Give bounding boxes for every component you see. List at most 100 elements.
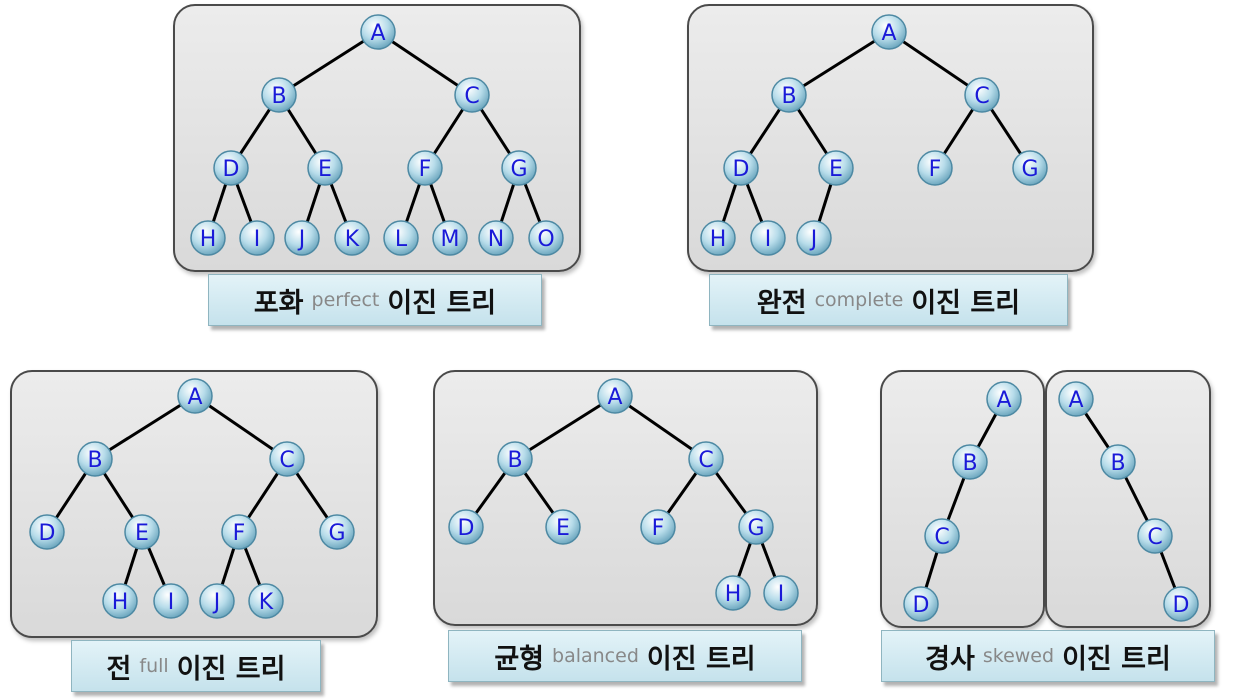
- node-circle: [239, 220, 275, 256]
- node-label: F: [233, 521, 246, 546]
- node-circle: [261, 77, 297, 113]
- node-label: C: [974, 84, 989, 109]
- tree-node-l: L: [383, 220, 419, 256]
- tree-edge: [377, 30, 473, 97]
- node-label: I: [778, 582, 785, 607]
- tree-node-j: J: [796, 220, 832, 256]
- tree-node-b: B: [952, 444, 988, 480]
- tree-node-g: G: [501, 150, 537, 186]
- node-label: I: [765, 227, 772, 252]
- node-circle: [723, 150, 759, 186]
- node-circle: [319, 514, 355, 550]
- tree-node-c: C: [1137, 518, 1173, 554]
- node-circle: [221, 514, 257, 550]
- node-circle: [199, 583, 235, 619]
- node-circle: [334, 220, 370, 256]
- tree-node-f: F: [407, 150, 443, 186]
- node-label: D: [458, 516, 475, 541]
- node-circle: [903, 586, 939, 622]
- caption-korean: 완전: [756, 287, 807, 319]
- node-circle: [29, 514, 65, 550]
- full-tree-caption: 전 full 이진 트리: [71, 640, 321, 692]
- tree-node-i: I: [153, 583, 189, 619]
- tree-node-d: D: [903, 586, 939, 622]
- node-label: J: [297, 227, 306, 252]
- tree-node-f: F: [221, 514, 257, 550]
- node-circle: [700, 220, 736, 256]
- node-label: H: [112, 590, 129, 615]
- tree-node-c: C: [269, 441, 305, 477]
- node-label: C: [1147, 525, 1162, 550]
- tree-node-g: G: [738, 509, 774, 545]
- node-circle: [383, 220, 419, 256]
- tree-node-b: B: [261, 77, 297, 113]
- tree-node-h: H: [715, 575, 751, 611]
- node-label: C: [279, 448, 294, 473]
- tree-node-a: A: [177, 378, 213, 414]
- node-label: I: [254, 227, 261, 252]
- tree-node-h: H: [190, 220, 226, 256]
- node-circle: [528, 220, 564, 256]
- caption-suffix: 이진 트리: [1062, 643, 1171, 675]
- node-circle: [597, 378, 633, 414]
- node-circle: [248, 583, 284, 619]
- node-circle: [102, 583, 138, 619]
- node-circle: [360, 14, 396, 50]
- tree-node-j: J: [284, 220, 320, 256]
- node-circle: [190, 220, 226, 256]
- tree-node-i: I: [239, 220, 275, 256]
- node-circle: [77, 441, 113, 477]
- node-circle: [1163, 586, 1199, 622]
- node-circle: [501, 150, 537, 186]
- node-circle: [448, 509, 484, 545]
- node-label: B: [1110, 451, 1125, 476]
- node-circle: [478, 220, 514, 256]
- node-circle: [1100, 444, 1136, 480]
- caption-english: perfect: [311, 289, 380, 311]
- caption-english: complete: [814, 289, 904, 311]
- balanced-tree-panel: [433, 370, 818, 626]
- tree-node-c: C: [964, 77, 1000, 113]
- tree-node-c: C: [454, 77, 490, 113]
- node-label: H: [710, 227, 727, 252]
- tree-node-i: I: [750, 220, 786, 256]
- node-label: F: [929, 157, 942, 182]
- node-circle: [307, 150, 343, 186]
- tree-node-a: A: [360, 14, 396, 50]
- node-label: D: [733, 157, 750, 182]
- node-circle: [796, 220, 832, 256]
- complete-tree-caption: 완전 complete 이진 트리: [709, 274, 1068, 326]
- caption-suffix: 이진 트리: [911, 287, 1021, 319]
- node-label: B: [507, 448, 522, 473]
- caption-english: balanced: [552, 645, 639, 667]
- node-label: J: [809, 227, 818, 252]
- node-circle: [407, 150, 443, 186]
- tree-node-f: F: [917, 150, 953, 186]
- node-circle: [124, 514, 160, 550]
- node-label: F: [652, 516, 665, 541]
- tree-node-j: J: [199, 583, 235, 619]
- caption-korean: 포화: [253, 287, 304, 319]
- tree-node-d: D: [1163, 586, 1199, 622]
- node-label: L: [395, 227, 408, 252]
- skewed-left-tree-panel: [880, 370, 1045, 628]
- tree-node-a: A: [871, 14, 907, 50]
- tree-node-d: D: [723, 150, 759, 186]
- caption-suffix: 이진 트리: [176, 653, 286, 685]
- node-circle: [153, 583, 189, 619]
- node-circle: [952, 444, 988, 480]
- node-circle: [763, 575, 799, 611]
- node-label: D: [39, 521, 56, 546]
- node-circle: [750, 220, 786, 256]
- node-circle: [1137, 518, 1173, 554]
- tree-node-b: B: [1100, 444, 1136, 480]
- caption-korean: 균형: [494, 643, 545, 675]
- node-circle: [545, 509, 581, 545]
- tree-node-k: K: [334, 220, 370, 256]
- node-label: H: [725, 582, 742, 607]
- node-circle: [715, 575, 751, 611]
